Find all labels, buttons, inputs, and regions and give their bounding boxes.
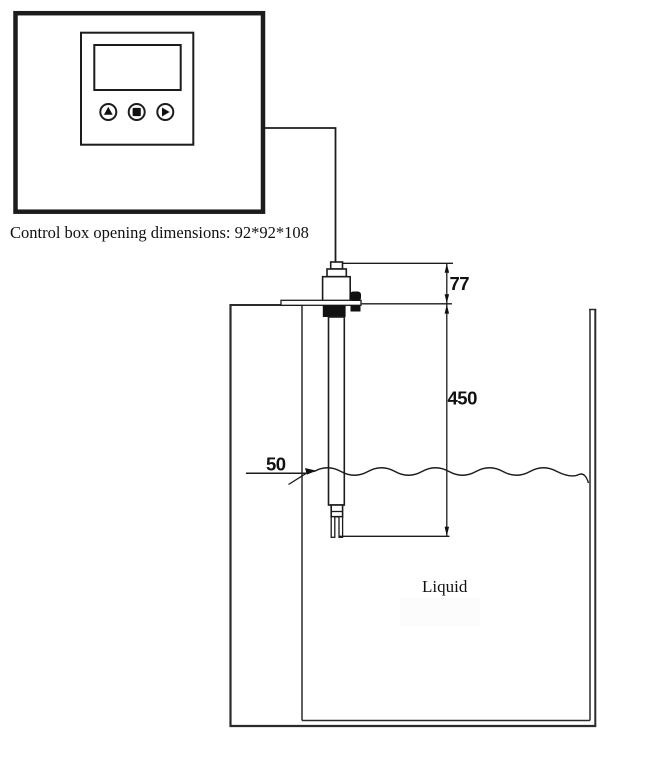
tank xyxy=(229,304,597,728)
right-triangle-icon xyxy=(162,107,170,117)
watermark-patch xyxy=(400,597,480,627)
probe-tube xyxy=(327,316,346,506)
liquid-surface-wave xyxy=(313,467,590,484)
arrow-up-icon xyxy=(444,263,450,273)
probe-head-body xyxy=(321,275,352,302)
probe-assembly xyxy=(280,261,362,538)
up-triangle-icon xyxy=(103,106,113,115)
clamp-bolt-knob xyxy=(350,291,361,301)
arrow-down-icon xyxy=(444,526,450,536)
dimension-450: 450 xyxy=(339,304,478,537)
up-button xyxy=(99,103,118,121)
probe-neck xyxy=(326,268,348,278)
probe-prong-right xyxy=(338,516,344,538)
dim-50-leader-tail xyxy=(288,473,306,486)
arrow-up-icon xyxy=(444,304,450,314)
dim-77-label: 77 xyxy=(450,273,470,294)
sensor-cable xyxy=(265,127,337,263)
liquid-label: Liquid xyxy=(422,577,468,596)
right-button xyxy=(156,103,175,121)
dimension-50: 50 xyxy=(246,454,317,486)
caption-text: Control box opening dimensions: 92*92*10… xyxy=(10,223,309,242)
arrow-down-icon xyxy=(444,294,450,304)
mounting-plate xyxy=(280,299,362,306)
dim-450-label: 450 xyxy=(448,388,478,409)
dim-50-label: 50 xyxy=(266,454,286,475)
dimension-77: 77 xyxy=(342,262,470,305)
display-screen xyxy=(93,44,182,91)
menu-button xyxy=(127,103,146,121)
thread-section xyxy=(322,305,346,317)
control-box xyxy=(13,10,266,214)
arrow-right-icon xyxy=(305,468,317,475)
square-icon xyxy=(132,107,141,117)
probe-prong-left xyxy=(330,516,336,538)
probe-top-cap xyxy=(329,261,344,270)
clamp-bolt-nut xyxy=(350,305,361,312)
